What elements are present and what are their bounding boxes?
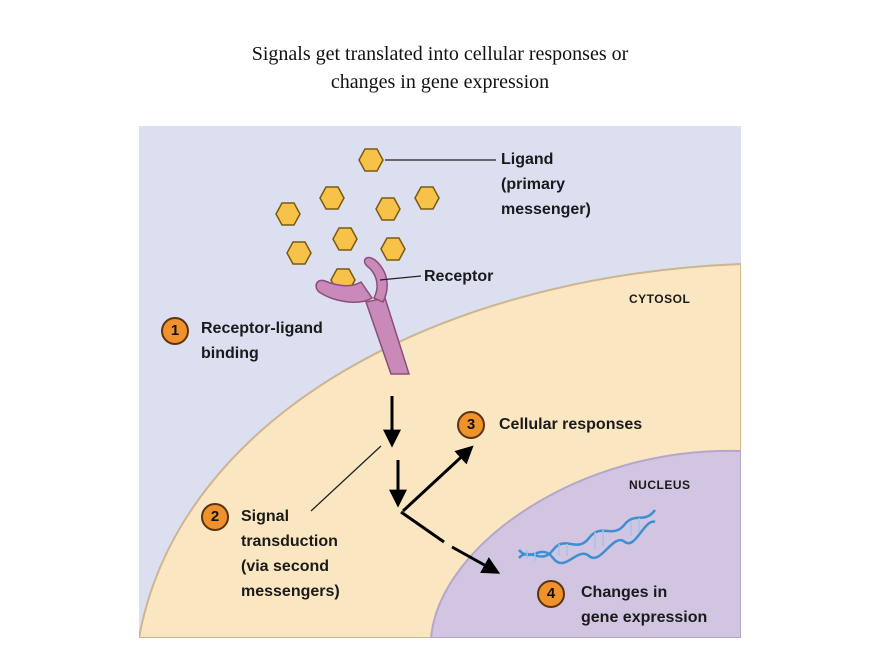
signal-arrows [383,396,501,574]
dna-helix-icon [518,509,657,565]
receptor-leader-line [379,275,422,281]
step-3-label: Cellular responses [499,412,642,437]
step-2-line-2: transduction [241,533,338,550]
step-1-line-1: Receptor-ligand [201,320,323,337]
step-1-line-2: binding [201,345,259,362]
step-1-badge: 1 [161,317,189,345]
page-title: Signals get translated into cellular res… [0,40,880,96]
step-4-label: Changes in gene expression [581,580,707,630]
signaling-diagram: Ligand (primary messenger) Receptor Cyto… [139,126,741,638]
cytosol-label: Cytosol [629,288,691,307]
receptor [315,256,411,375]
receptor-label: Receptor [424,268,494,285]
step-2-line-3: (via second [241,558,330,575]
nucleus-region [429,449,741,638]
title-line-1: Signals get translated into cellular res… [251,43,629,65]
ligand-label-line-3: messenger) [501,201,591,218]
ligand-hexagon [275,202,301,226]
ligand-hexagon [358,148,384,172]
step-4-line-1: Changes in [581,584,668,601]
ligand-hexagon [286,241,312,265]
step-3-line-1: Cellular responses [499,416,643,433]
arrow-to-cellular-responses [401,445,474,513]
ligand-hexagon [380,237,406,261]
ligand-hexagon [319,186,345,210]
ligand-hexagon [375,197,401,221]
step-3-badge: 3 [457,411,485,439]
diagram-canvas [139,126,741,638]
arrow-to-nucleus-1 [400,510,445,544]
ligand-label-line-1: Ligand [501,151,554,168]
step-1-label: Receptor-ligand binding [201,316,323,366]
signal-leader-line [310,445,382,512]
ligand-hexagon [414,186,440,210]
step-4-line-2: gene expression [581,609,708,626]
step-2-line-1: Signal [241,508,290,525]
step-2-label: Signal transduction (via second messenge… [241,504,340,604]
ligand-label: Ligand (primary messenger) [501,147,591,222]
step-2-badge: 2 [201,503,229,531]
ligand-hexagon [332,227,358,251]
ligand-label-line-2: (primary [501,176,566,193]
step-2-line-4: messengers) [241,583,340,600]
arrow-to-nucleus-2 [451,545,501,574]
step-4-badge: 4 [537,580,565,608]
nucleus-label: Nucleus [629,474,691,493]
title-line-2: changes in gene expression [330,71,550,93]
